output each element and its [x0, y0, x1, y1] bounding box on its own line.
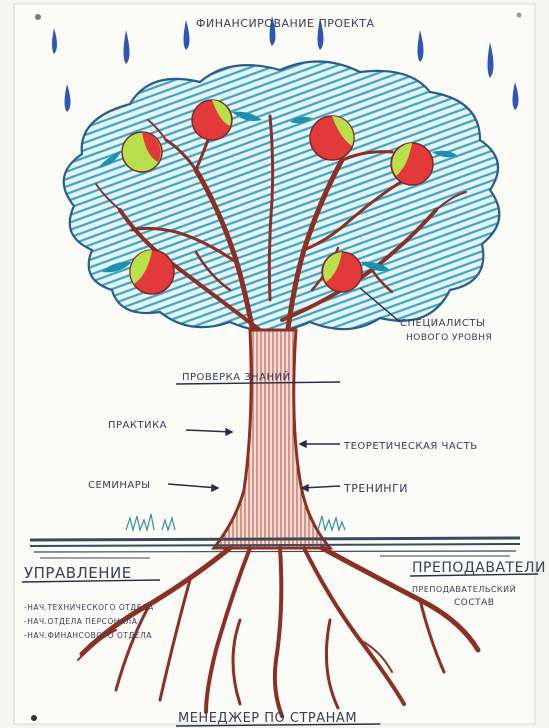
teachers-title: ПРЕПОДАВАТЕЛИ — [412, 560, 546, 576]
knowledge-check-label: ПРОВЕРКА ЗНАНИЙ — [182, 370, 291, 383]
management-item: -НАЧ.ОТДЕЛА ПЕРСОНАЛА — [24, 617, 138, 626]
management-title: УПРАВЛЕНИЕ — [24, 564, 132, 582]
seminars-label: СЕМИНАРЫ — [88, 480, 151, 491]
specialists-label-line1: СПЕЦИАЛИСТЫ — [400, 318, 485, 329]
management-item: -НАЧ.ФИНАНСОВОГО ОТДЕЛА — [24, 631, 152, 640]
management-item: -НАЧ.ТЕХНИЧЕСКОГО ОТДЕЛА — [24, 603, 154, 612]
trainings-label: ТРЕНИНГИ — [343, 482, 408, 495]
teachers-sub-line1: ПРЕПОДАВАТЕЛЬСКИЙ — [412, 583, 516, 594]
pin-hole-bottom — [31, 715, 37, 721]
poster-title: ФИНАНСИРОВАНИЕ ПРОЕКТА — [196, 17, 375, 30]
pin-hole-right — [517, 13, 522, 18]
bottom-label: МЕНЕДЖЕР ПО СТРАНАМ — [178, 711, 357, 726]
theory-label: ТЕОРЕТИЧЕСКАЯ ЧАСТЬ — [343, 441, 478, 452]
pin-hole-left — [35, 14, 41, 20]
specialists-label-line2: НОВОГО УРОВНЯ — [406, 333, 492, 343]
practice-label: ПРАКТИКА — [108, 420, 167, 431]
teachers-sub-line2: СОСТАВ — [454, 598, 494, 608]
